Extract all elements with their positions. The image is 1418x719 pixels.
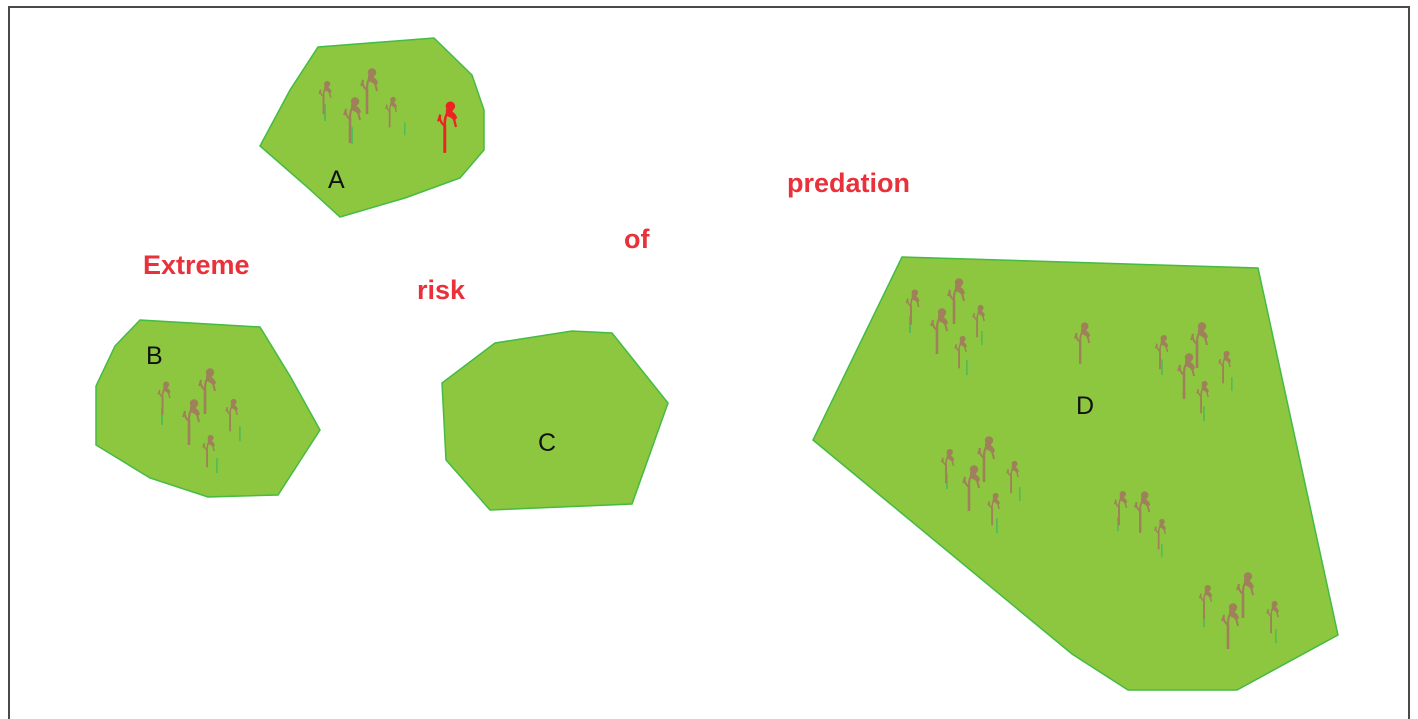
patch-d-area xyxy=(813,257,1338,690)
patch-label-d: D xyxy=(1076,392,1094,420)
patch-c: C xyxy=(442,331,668,510)
caption-word-of: of xyxy=(624,224,650,254)
patch-d: D xyxy=(813,257,1338,690)
patch-label-b: B xyxy=(146,342,163,370)
patch-a-area xyxy=(260,38,484,217)
patch-b: B xyxy=(96,320,320,497)
patch-b-area xyxy=(96,320,320,497)
caption: Extreme risk of predation xyxy=(143,168,910,305)
caption-word-risk: risk xyxy=(417,275,466,305)
patch-c-area xyxy=(442,331,668,510)
caption-word-extreme: Extreme xyxy=(143,250,250,280)
patch-label-a: A xyxy=(328,166,345,194)
caption-word-predation: predation xyxy=(787,168,910,198)
patch-a: A xyxy=(260,38,484,217)
patch-label-c: C xyxy=(538,429,556,457)
